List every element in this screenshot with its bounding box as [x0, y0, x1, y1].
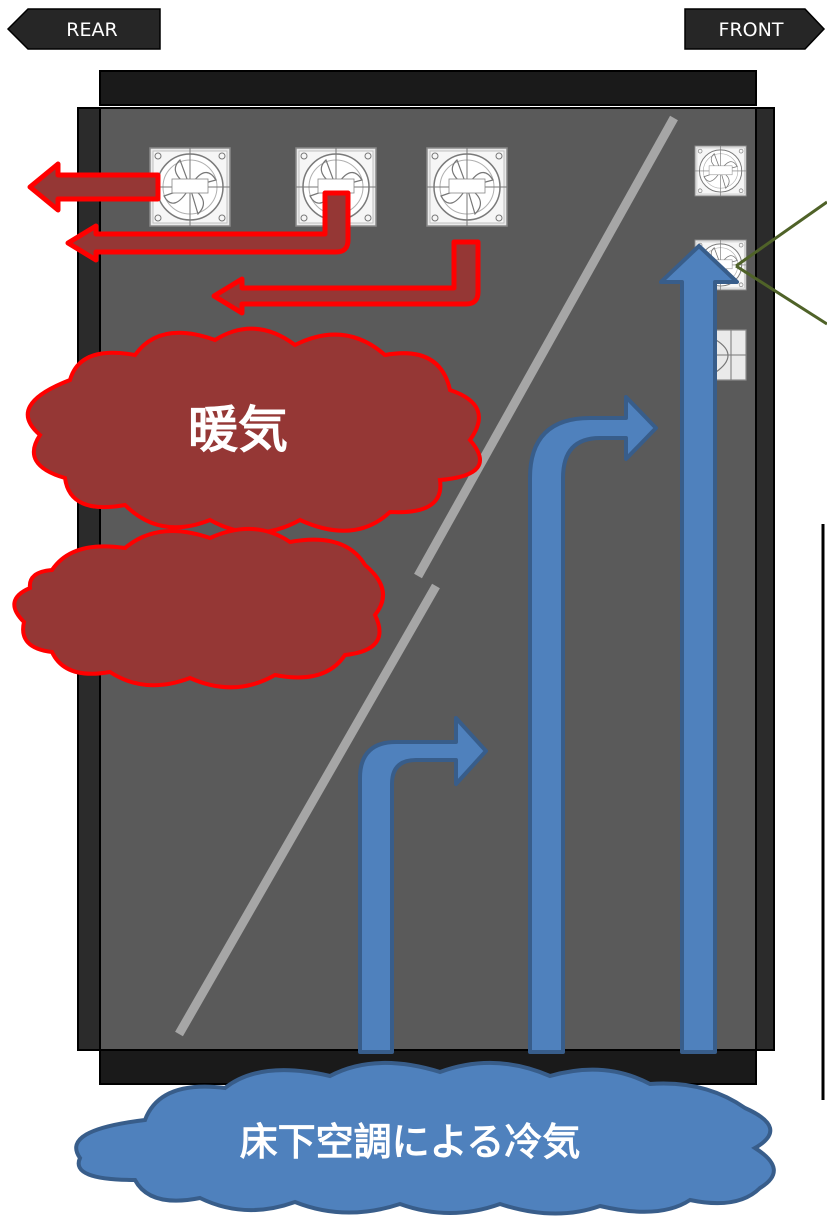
warm-cloud-shape [25, 326, 482, 535]
rear-nav-arrow[interactable]: REAR [6, 8, 161, 50]
partition-lower [175, 583, 440, 1037]
front-fan-1 [694, 145, 747, 197]
warm-air-cloud-secondary [12, 527, 385, 690]
warm-exhaust-arrows [27, 161, 481, 316]
cold-air-label: 床下空調による冷気 [240, 1119, 581, 1164]
exhaust-arrow-3 [211, 239, 481, 316]
cold-cloud-shape [74, 1060, 776, 1216]
callout-pointer [735, 200, 827, 326]
rear-fan-1 [149, 147, 231, 227]
cold-arrow-low [358, 716, 488, 1054]
callout-line-upper [735, 200, 827, 268]
cold-air-arrows [358, 244, 739, 1054]
airflow-partition [175, 115, 678, 1037]
exhaust-arrow-2 [65, 190, 351, 263]
front-nav-arrow[interactable]: FRONT [684, 8, 826, 50]
rear-fan-3 [426, 147, 508, 227]
warm-air-label: 暖気 [188, 400, 288, 459]
rear-label: REAR [66, 19, 117, 41]
rack-top-cap [99, 70, 757, 106]
cold-arrow-mid [528, 395, 658, 1054]
cold-air-cloud: 床下空調による冷気 [74, 1060, 776, 1216]
callout-line-lower [735, 264, 827, 326]
warm-air-cloud: 暖気 [25, 326, 482, 535]
cold-arrow-high [659, 244, 739, 1054]
front-fan-3 [715, 329, 747, 381]
exhaust-arrow-1 [27, 161, 161, 213]
partition-upper [414, 115, 678, 579]
warm-cloud-shape-secondary [12, 527, 385, 690]
front-fan-column [694, 145, 747, 381]
front-label: FRONT [719, 19, 784, 41]
